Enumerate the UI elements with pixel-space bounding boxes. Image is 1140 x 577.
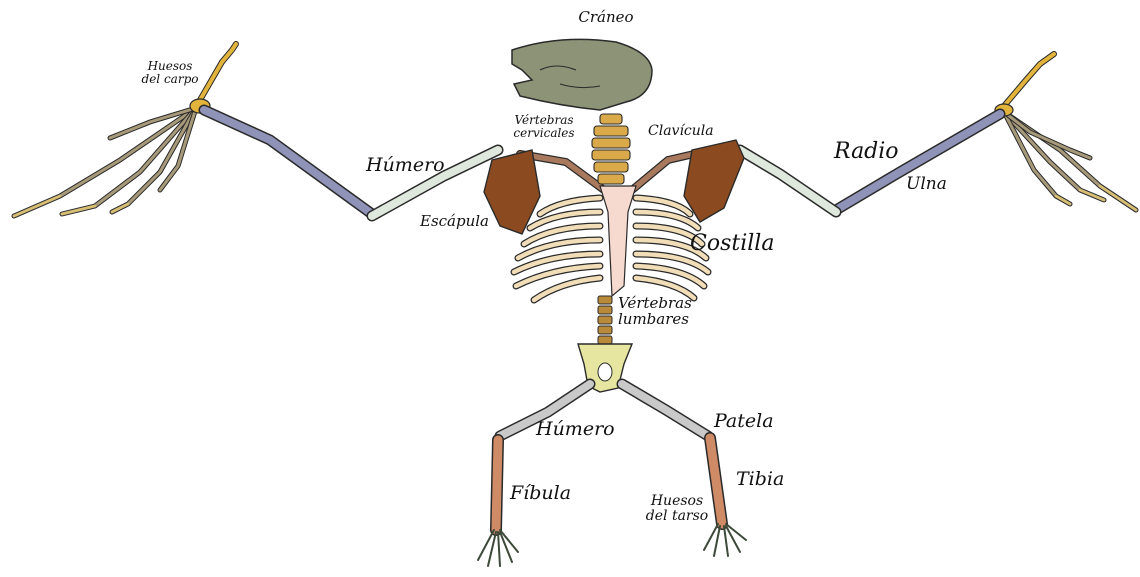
right-foot — [704, 524, 746, 556]
label-fibula: Fíbula — [510, 484, 571, 504]
label-humero-upper: Húmero — [366, 156, 445, 176]
label-huesos-del-tarso: Huesos del tarso — [632, 494, 722, 523]
label-humero-lower: Húmero — [536, 420, 615, 440]
cervical-vertebrae — [592, 114, 630, 184]
left-scapula — [484, 150, 540, 234]
right-scapula — [684, 140, 744, 222]
left-foot — [478, 530, 518, 566]
label-radio: Radio — [834, 140, 899, 163]
label-tibia: Tibia — [736, 470, 784, 490]
label-vertebras-cervicales-line1: Vértebras — [496, 114, 592, 127]
label-huesos-del-carpo: Huesos del carpo — [130, 60, 210, 85]
label-vertebras-lumbares-line2: lumbares — [618, 312, 692, 328]
label-huesos-del-tarso-line2: del tarso — [632, 509, 722, 524]
label-huesos-del-carpo-line2: del carpo — [130, 73, 210, 86]
label-ulna: Ulna — [906, 176, 947, 194]
label-patela: Patela — [714, 412, 774, 432]
right-wing-fingers — [1004, 54, 1136, 210]
label-clavicula: Clavícula — [648, 124, 714, 139]
label-huesos-del-carpo-line1: Huesos — [130, 60, 210, 73]
skull — [512, 39, 652, 110]
label-huesos-del-tarso-line1: Huesos — [632, 494, 722, 509]
label-vertebras-cervicales-line2: cervicales — [496, 127, 592, 140]
label-vertebras-lumbares: Vértebras lumbares — [618, 296, 692, 328]
label-vertebras-cervicales: Vértebras cervicales — [496, 114, 592, 139]
label-escapula: Escápula — [420, 214, 489, 230]
label-craneo: Cráneo — [566, 10, 646, 26]
lumbar-vertebrae — [598, 296, 612, 344]
label-costilla: Costilla — [690, 232, 774, 255]
right-humerus — [740, 150, 836, 212]
left-radius-ulna — [204, 110, 372, 214]
sternum — [600, 186, 636, 296]
